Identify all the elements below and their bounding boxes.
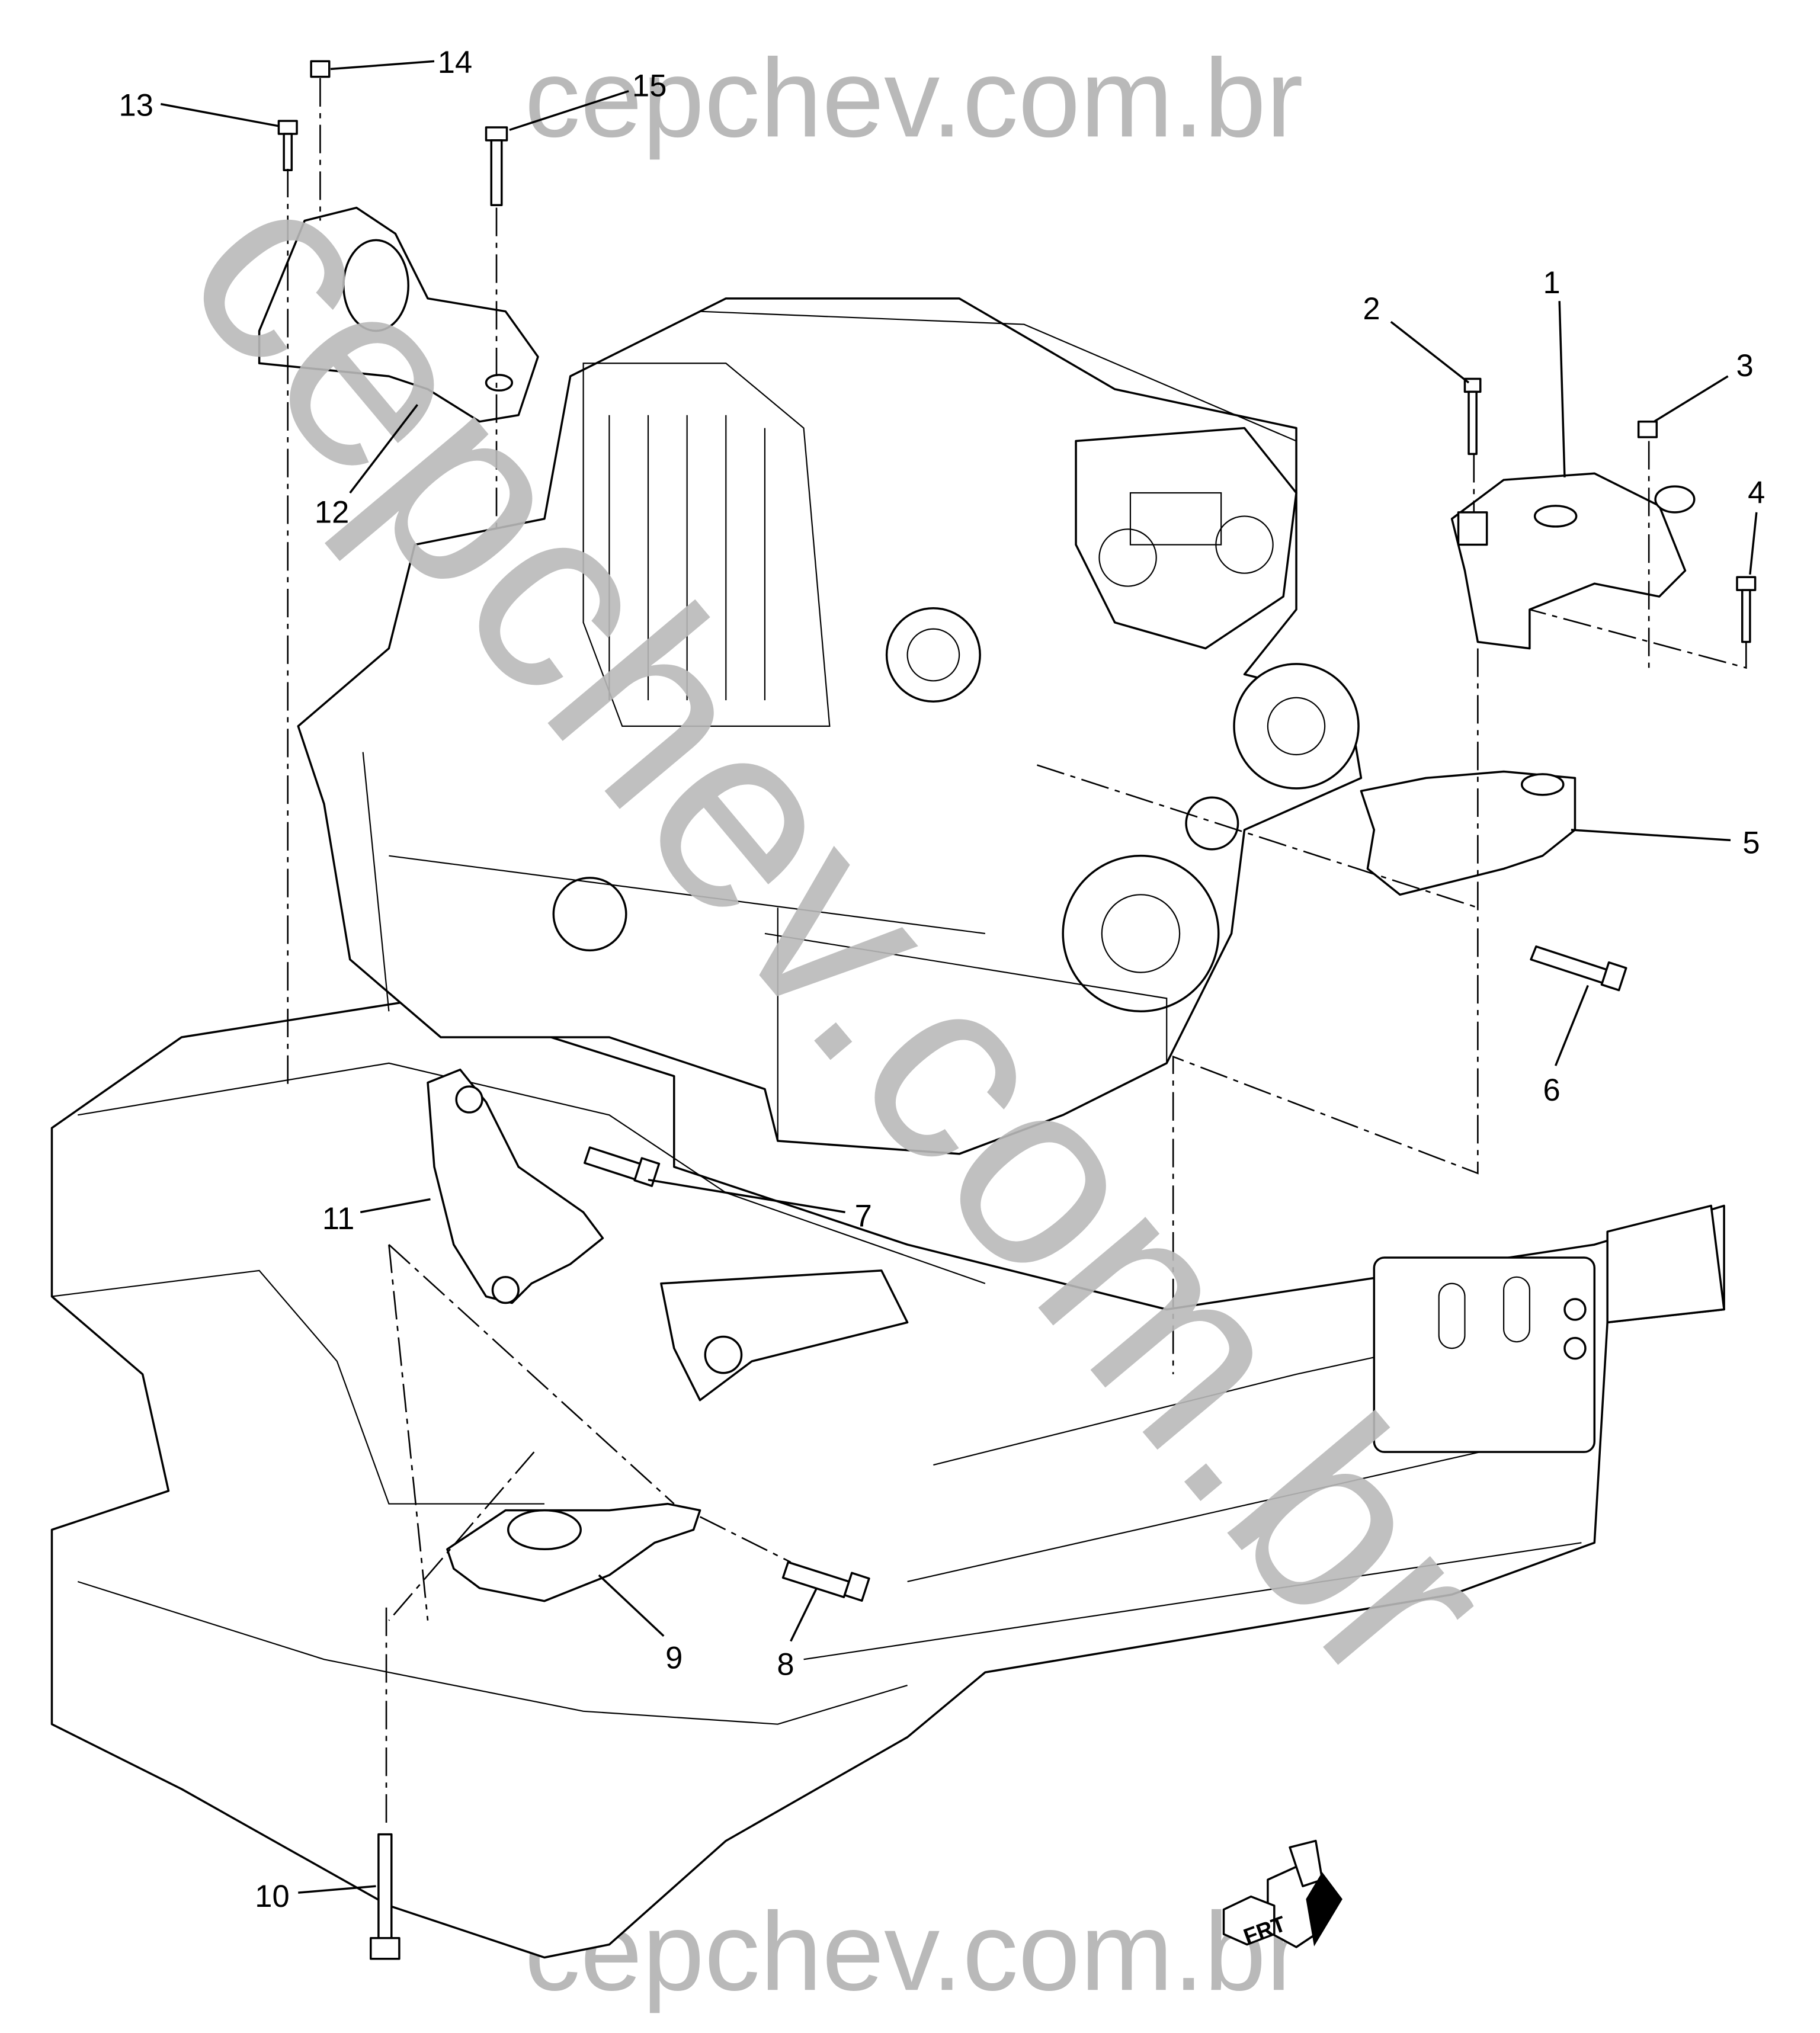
callout-5: 5 <box>1742 825 1760 860</box>
front-direction-indicator: FRT <box>1222 1839 1342 1949</box>
bolt-15 <box>485 126 508 207</box>
callout-7: 7 <box>855 1198 872 1233</box>
callout-10: 10 <box>255 1879 289 1914</box>
callout-3: 3 <box>1736 348 1753 383</box>
callout-1: 1 <box>1543 265 1560 300</box>
bolt-13 <box>277 120 298 171</box>
callout-9: 9 <box>665 1641 682 1676</box>
nut-3 <box>1637 420 1658 438</box>
bolt-2 <box>1463 377 1482 456</box>
part-11-mount-bracket <box>427 1068 604 1304</box>
callout-14: 14 <box>438 45 472 80</box>
alignment-lines <box>287 78 1747 1828</box>
part-12-transmission-mount <box>258 206 539 423</box>
callout-numbers: 1 2 3 4 5 6 7 8 9 10 11 12 13 14 15 <box>119 45 1765 1914</box>
callout-4: 4 <box>1748 476 1765 511</box>
engine-assembly <box>297 297 1363 1155</box>
callout-6: 6 <box>1543 1073 1560 1108</box>
watermark-top: cepchev.com.br <box>524 36 1303 160</box>
nut-14 <box>310 60 331 78</box>
callout-15: 15 <box>632 68 667 103</box>
bolt-6 <box>1530 945 1627 992</box>
bolt-8 <box>781 1561 870 1602</box>
callout-11: 11 <box>322 1201 355 1236</box>
front-arrow-icon <box>1306 1872 1342 1947</box>
part-1-engine-mount <box>1450 472 1696 650</box>
bolts <box>277 60 1757 1960</box>
callout-8: 8 <box>777 1647 794 1682</box>
watermark-bottom: cepchev.com.br <box>524 1889 1303 2013</box>
callout-12: 12 <box>315 495 349 530</box>
bolt-7 <box>584 1146 661 1187</box>
bolt-4 <box>1736 576 1757 643</box>
callout-2: 2 <box>1363 291 1380 326</box>
part-5-engine-mount-bracket <box>1360 770 1577 896</box>
callout-13: 13 <box>119 88 153 123</box>
bolt-10 <box>370 1833 400 1960</box>
part-9-rear-mount <box>446 1502 701 1602</box>
leader-lines <box>160 60 1758 1894</box>
